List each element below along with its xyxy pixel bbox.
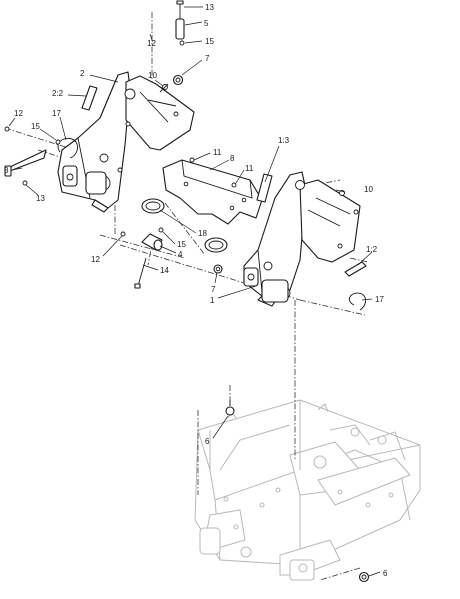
callout-15-left: 15 <box>31 122 40 131</box>
callout-5: 5 <box>204 19 209 28</box>
callout-11-b: 11 <box>245 164 254 173</box>
callout-13-left: 13 <box>36 194 45 203</box>
callout-7-top: 7 <box>205 54 210 63</box>
leader-lines <box>8 6 381 577</box>
callout-10-top: 10 <box>148 71 157 80</box>
callout-13-top: 13 <box>205 3 214 12</box>
callout-8: 8 <box>230 154 235 163</box>
callout-15-lower: 15 <box>177 240 186 249</box>
callout-17-left: 17 <box>52 109 61 118</box>
callout-1-3: 1:3 <box>278 136 290 145</box>
callout-7-lower: 7 <box>211 285 216 294</box>
hardware <box>4 0 370 583</box>
callout-1: 1 <box>210 296 215 305</box>
callout-14: 14 <box>160 266 169 275</box>
callout-2: 2 <box>80 69 85 78</box>
callout-2-2: 2:2 <box>52 89 64 98</box>
callout-6-lower: 6 <box>383 569 388 578</box>
callout-3: 3 <box>4 166 9 175</box>
callout-labels: 13 5 12 15 7 10 2 2:2 12 17 15 3 13 11 8… <box>4 3 388 578</box>
right-pivot-bracket <box>243 171 361 307</box>
callout-12-left: 12 <box>14 109 23 118</box>
callout-11-a: 11 <box>213 148 222 157</box>
callout-12-lower: 12 <box>91 255 100 264</box>
left-pivot-bracket <box>57 71 195 213</box>
callout-18: 18 <box>198 229 207 238</box>
callout-1-2: 1:2 <box>366 245 378 254</box>
connecting-plate <box>162 159 263 225</box>
callout-6-upper: 6 <box>205 437 210 446</box>
callout-10-right: 10 <box>364 185 373 194</box>
deck-frame <box>194 399 421 581</box>
callout-12-top: 12 <box>147 39 156 48</box>
callout-17-right: 17 <box>375 295 384 304</box>
callout-15-top: 15 <box>205 37 214 46</box>
callout-4: 4 <box>178 250 183 259</box>
